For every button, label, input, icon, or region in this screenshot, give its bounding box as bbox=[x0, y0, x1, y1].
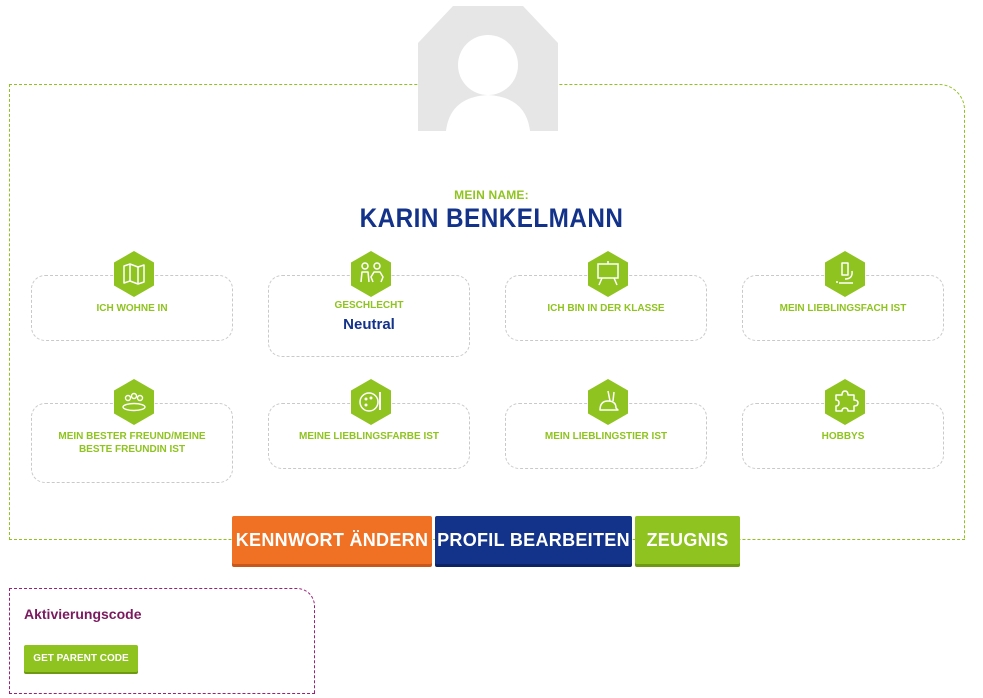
card-label: ICH BIN IN DER KLASSE bbox=[547, 302, 665, 314]
activation-panel bbox=[9, 588, 315, 694]
friends-icon bbox=[114, 379, 154, 425]
card-label: ICH WOHNE IN bbox=[96, 302, 168, 314]
card-label: MEINE LIEBLINGSFARBE IST bbox=[298, 430, 439, 442]
card-label: HOBBYS bbox=[821, 430, 865, 442]
rabbit-icon bbox=[588, 379, 628, 425]
card-label: GESCHLECHT bbox=[334, 300, 404, 311]
avatar bbox=[418, 6, 558, 131]
name-label: MEIN NAME: bbox=[454, 188, 529, 202]
blackboard-icon bbox=[588, 251, 628, 297]
profile-name: KARIN BENKELMANN bbox=[359, 203, 624, 233]
report-button[interactable]: ZEUGNIS bbox=[635, 516, 740, 564]
puzzle-icon bbox=[825, 379, 865, 425]
palette-icon bbox=[351, 379, 391, 425]
map-icon bbox=[114, 251, 154, 297]
get-parent-code-button[interactable]: GET PARENT CODE bbox=[24, 645, 138, 672]
card-label: MEIN LIEBLINGSTIER IST bbox=[544, 430, 668, 442]
change-password-button[interactable]: KENNWORT ÄNDERN bbox=[232, 516, 432, 564]
people-icon bbox=[351, 251, 391, 297]
card-label: MEIN LIEBLINGSFACH IST bbox=[779, 302, 907, 314]
edit-profile-button[interactable]: PROFIL BEARBEITEN bbox=[435, 516, 632, 564]
card-label: MEIN BESTER FREUND/MEINE BESTE FREUNDIN … bbox=[58, 431, 206, 455]
activation-title: Aktivierungscode bbox=[24, 606, 142, 622]
card-lieblingstier[interactable]: MEIN LIEBLINGSTIER IST bbox=[505, 403, 707, 469]
microscope-icon bbox=[825, 251, 865, 297]
card-value: Neutral bbox=[343, 316, 395, 333]
